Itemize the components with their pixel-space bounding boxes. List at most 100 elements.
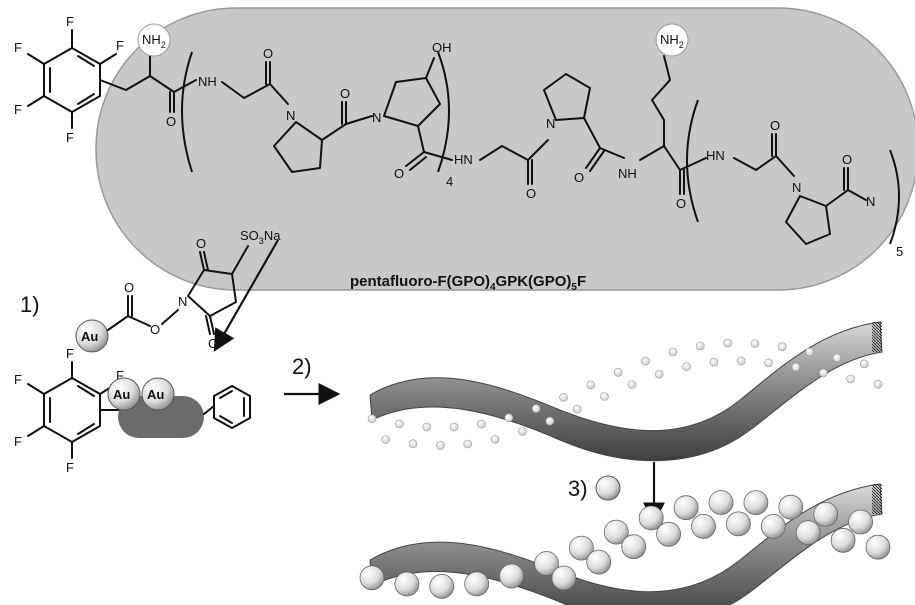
oxygen-label: O (676, 196, 686, 211)
surface-dot (559, 392, 568, 402)
amide-nh-label: NH (198, 74, 217, 89)
surface-dot (545, 416, 555, 426)
gold-bead (691, 514, 716, 539)
gold-bead (830, 527, 856, 553)
surface-dot (764, 358, 773, 368)
repeat-bracket-open (181, 51, 193, 173)
gold-bead (726, 511, 751, 537)
proline-n-label: N (792, 180, 801, 195)
surface-dot (436, 441, 445, 450)
proline-n-label: N (286, 108, 295, 123)
gold-label: Au (113, 387, 130, 402)
repeat-count: 4 (446, 174, 453, 189)
fluorine-label: F (14, 102, 22, 117)
repeat-bracket-close (437, 51, 450, 173)
fluorine-label: F (116, 368, 124, 383)
amide-nh-label: HN (706, 148, 725, 163)
gold-bead (760, 514, 786, 539)
fibril-end-hatch (872, 484, 882, 514)
surface-dot (381, 435, 391, 444)
surface-dot (777, 342, 787, 352)
fibril-body (369, 321, 883, 462)
gold-bead (743, 490, 769, 516)
amine-highlight (655, 23, 689, 57)
gold-bead (673, 495, 699, 521)
oxygen-label: O (394, 166, 404, 181)
surface-dot (805, 347, 814, 357)
gold-peptide-conjugate: F F F F F Au Au (14, 346, 251, 475)
surface-dot (367, 414, 377, 424)
hydroxyl-label: OH (432, 40, 452, 55)
oxygen-label: O (166, 114, 176, 129)
gold-label: Au (81, 329, 98, 344)
fluorine-label: F (66, 14, 74, 29)
gold-bead (865, 534, 891, 560)
fluorine-label: F (66, 460, 74, 475)
fluorine-label: F (14, 434, 22, 449)
oxygen-label: O (574, 170, 584, 185)
fluorine-label: F (116, 38, 124, 53)
gold-nanoparticle (141, 377, 175, 411)
surface-dot (531, 404, 541, 413)
amine-highlight (137, 23, 171, 57)
oxygen-label: O (340, 86, 350, 101)
oxygen-label: O (196, 236, 206, 251)
surface-dot (723, 338, 732, 348)
step-1-arrow (213, 239, 279, 352)
surface-dot (490, 434, 500, 444)
surface-dot (422, 422, 432, 432)
oxygen-label: O (124, 280, 134, 295)
step-3-label: 3) (568, 476, 588, 501)
step-2-label: 2) (292, 354, 312, 379)
nitrogen-label: N (178, 294, 187, 309)
gold-bead (429, 574, 455, 599)
gold-bead (708, 490, 734, 515)
nhs-gold-reagent: 1) Au O O N O O SO3Na (20, 228, 281, 353)
step-1-label: 1) (20, 292, 40, 317)
fibril-gold-coated (359, 483, 891, 605)
fluorine-label: F (66, 346, 74, 361)
surface-dot (846, 374, 855, 384)
gold-bead (551, 565, 577, 591)
surface-dot (627, 380, 637, 389)
repeat-count: 5 (896, 244, 903, 259)
gold-bead (394, 571, 420, 597)
pentafluorophenyl-top: F F F F F (14, 14, 124, 145)
surface-dot (832, 353, 842, 363)
gold-bead (586, 549, 612, 575)
surface-dot (859, 359, 869, 369)
fibril-with-dots (367, 321, 883, 462)
surface-dot (572, 404, 582, 414)
peptide-bar (118, 396, 204, 438)
surface-dot (477, 419, 486, 429)
surface-dot (600, 392, 609, 401)
fluorine-label: F (14, 40, 22, 55)
gold-bead (359, 565, 385, 591)
sulfonate-label: SO3Na (240, 228, 281, 246)
gold-bead (534, 551, 559, 576)
gold-nanoparticle (107, 377, 141, 411)
gold-bead (656, 521, 681, 547)
repeat-bracket-open (686, 99, 699, 223)
gold-bead (795, 520, 821, 545)
oxygen-label: O (526, 186, 536, 201)
surface-dot (654, 369, 664, 379)
amine-label: NH2 (660, 32, 684, 50)
surface-dot (408, 439, 418, 449)
surface-dot (682, 362, 691, 371)
fluorine-label: F (66, 130, 74, 145)
oxygen-label: O (770, 118, 780, 133)
surface-dot (791, 362, 801, 372)
fibril-end-hatch (872, 322, 882, 352)
surface-dot (449, 422, 459, 432)
repeat-bracket-close (889, 149, 900, 245)
gold-bead (621, 534, 647, 560)
gold-label: Au (147, 387, 164, 402)
proline-n-label: N (372, 110, 381, 125)
oxygen-label: O (150, 322, 160, 337)
gold-bead (603, 519, 629, 545)
gold-bead (778, 494, 804, 520)
fluorine-label: F (14, 372, 22, 387)
gold-nanoparticle (75, 319, 109, 353)
amine-label: NH2 (142, 32, 166, 50)
